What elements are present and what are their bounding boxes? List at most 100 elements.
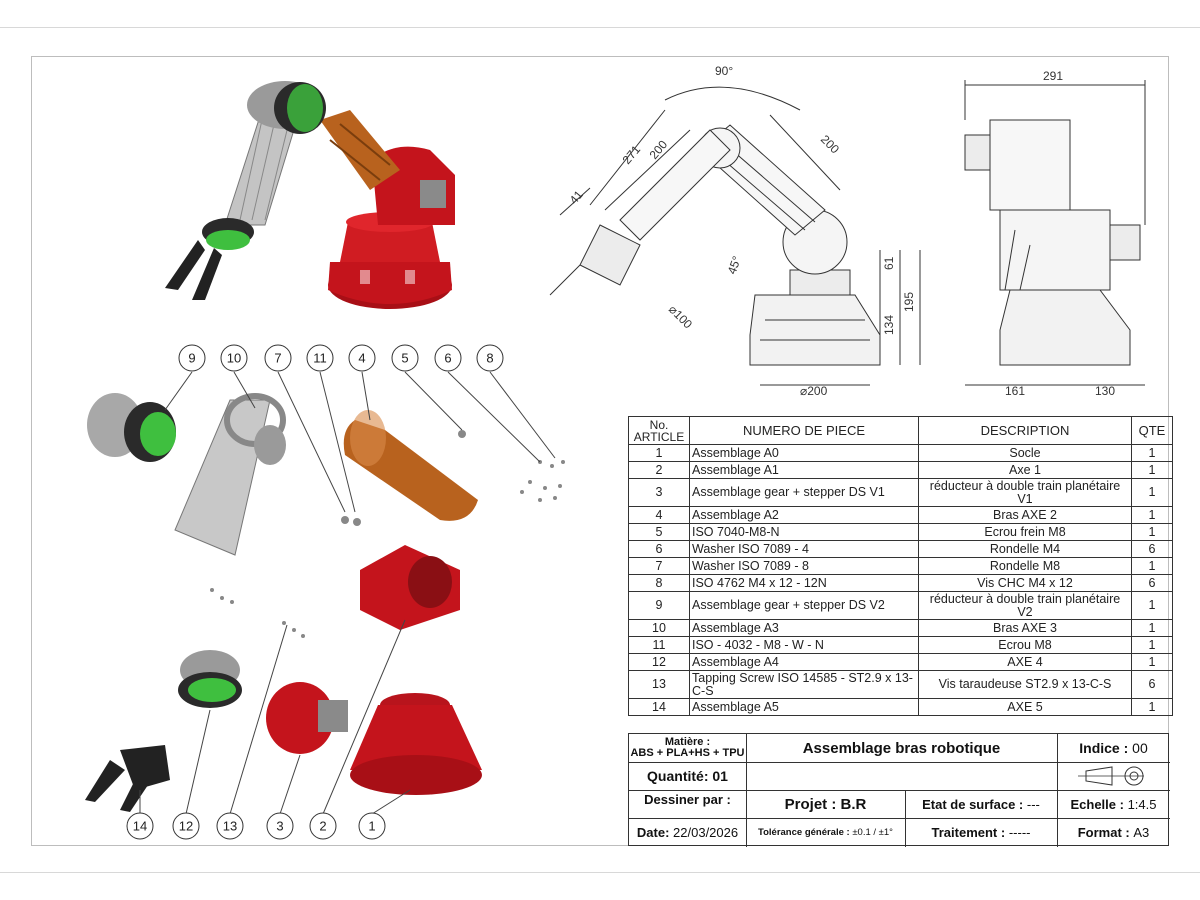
- dim-61: 61: [882, 256, 896, 270]
- balloon-circle: [172, 812, 200, 840]
- balloon-label: 6: [444, 351, 451, 366]
- balloon-label: 1: [368, 819, 375, 834]
- bom-cell-qty: 1: [1131, 461, 1173, 479]
- technical-view-side: [964, 80, 1146, 386]
- dessiner-cell: Dessiner par :: [644, 792, 731, 807]
- bom-cell-no: 11: [628, 636, 690, 654]
- dim-291: 291: [1043, 69, 1063, 83]
- bom-cell-description: Rondelle M8: [918, 557, 1132, 575]
- bom-cell-description: Bras AXE 2: [918, 506, 1132, 524]
- balloon-circle: [348, 344, 376, 372]
- bom-cell-part: Assemblage A3: [689, 619, 919, 637]
- exploded-view: [85, 393, 565, 812]
- bom-cell-no: 13: [628, 670, 690, 699]
- bom-cell-qty: 1: [1131, 478, 1173, 507]
- bom-cell-description: Vis taraudeuse ST2.9 x 13-C-S: [918, 670, 1132, 699]
- bom-cell-description: AXE 5: [918, 698, 1132, 716]
- quantite-cell: Quantité: 01: [647, 768, 728, 784]
- indice-label: Indice :: [1079, 740, 1129, 756]
- balloon-label: 5: [401, 351, 408, 366]
- bom-cell-part: Assemblage A1: [689, 461, 919, 479]
- drawing-frame-outer: [0, 27, 1200, 873]
- dim-angle-45: 45°: [725, 254, 744, 276]
- bom-cell-qty: 1: [1131, 619, 1173, 637]
- bom-cell-description: Ecrou frein M8: [918, 523, 1132, 541]
- bom-cell-part: ISO - 4032 - M8 - W - N: [689, 636, 919, 654]
- bom-cell-qty: 6: [1131, 540, 1173, 558]
- dim-41: 41: [567, 187, 587, 206]
- bom-cell-part: Assemblage gear + stepper DS V2: [689, 591, 919, 620]
- traitement-cell: Traitement : -----: [931, 825, 1031, 840]
- bom-cell-qty: 6: [1131, 574, 1173, 592]
- matiere-cell: Matière : ABS + PLA+HS + TPU: [629, 734, 746, 762]
- bom-cell-qty: 1: [1131, 444, 1173, 462]
- bom-cell-description: Bras AXE 3: [918, 619, 1132, 637]
- balloon-label: 13: [223, 819, 237, 834]
- bom-cell-no: 7: [628, 557, 690, 575]
- bom-cell-no: 9: [628, 591, 690, 620]
- bom-cell-no: 4: [628, 506, 690, 524]
- bom-cell-no: 5: [628, 523, 690, 541]
- bom-cell-description: AXE 4: [918, 653, 1132, 671]
- assembled-robot-arm: [165, 81, 455, 309]
- dim-195: 195: [902, 292, 916, 312]
- bom-cell-description: Vis CHC M4 x 12: [918, 574, 1132, 592]
- dim-200-upper: 200: [647, 137, 671, 162]
- balloon-circle: [126, 812, 154, 840]
- bom-cell-qty: 1: [1131, 523, 1173, 541]
- balloon-circle: [434, 344, 462, 372]
- balloon-circle: [309, 812, 337, 840]
- bom-cell-qty: 1: [1131, 591, 1173, 620]
- bom-cell-no: 14: [628, 698, 690, 716]
- bom-header-part: NUMERO DE PIECE: [689, 416, 919, 445]
- bom-cell-description: Axe 1: [918, 461, 1132, 479]
- bom-cell-description: réducteur à double train planétaire V1: [918, 478, 1132, 507]
- dim-130: 130: [1095, 384, 1115, 398]
- bom-cell-no: 10: [628, 619, 690, 637]
- bom-cell-no: 12: [628, 653, 690, 671]
- technical-view-front: [549, 86, 921, 386]
- bom-cell-qty: 1: [1131, 653, 1173, 671]
- dim-diam-200: ⌀200: [800, 384, 828, 398]
- bom-header-no: No. ARTICLE: [628, 416, 690, 445]
- balloon-label: 14: [133, 819, 147, 834]
- balloon-circle: [178, 344, 206, 372]
- bom-cell-no: 3: [628, 478, 690, 507]
- matiere-label: Matière :: [664, 736, 711, 748]
- indice-value: 00: [1132, 740, 1148, 756]
- bom-cell-part: Washer ISO 7089 - 8: [689, 557, 919, 575]
- bom-cell-qty: 1: [1131, 506, 1173, 524]
- balloon-label: 7: [274, 351, 281, 366]
- dim-161: 161: [1005, 384, 1025, 398]
- bom-cell-part: Assemblage A0: [689, 444, 919, 462]
- indice-cell: Indice : 00: [1057, 734, 1170, 762]
- bom-cell-part: Assemblage gear + stepper DS V1: [689, 478, 919, 507]
- side-view-dimensions: 291 161 130: [1005, 69, 1115, 398]
- first-angle-projection-icon: [1077, 766, 1144, 786]
- balloon-label: 11: [313, 351, 327, 366]
- balloon-label: 8: [486, 351, 493, 366]
- balloon-circle: [306, 344, 334, 372]
- bom-cell-part: ISO 7040-M8-N: [689, 523, 919, 541]
- balloon-circle: [264, 344, 292, 372]
- bom-cell-qty: 6: [1131, 670, 1173, 699]
- bill-of-materials: No. ARTICLE NUMERO DE PIECE DESCRIPTION …: [628, 416, 1173, 716]
- dim-angle-90: 90°: [715, 64, 733, 78]
- bom-header-description: DESCRIPTION: [918, 416, 1132, 445]
- bom-cell-description: Socle: [918, 444, 1132, 462]
- balloon-circle: [216, 812, 244, 840]
- bom-cell-no: 1: [628, 444, 690, 462]
- bom-cell-part: Assemblage A2: [689, 506, 919, 524]
- dim-diam-100: ⌀100: [666, 302, 695, 331]
